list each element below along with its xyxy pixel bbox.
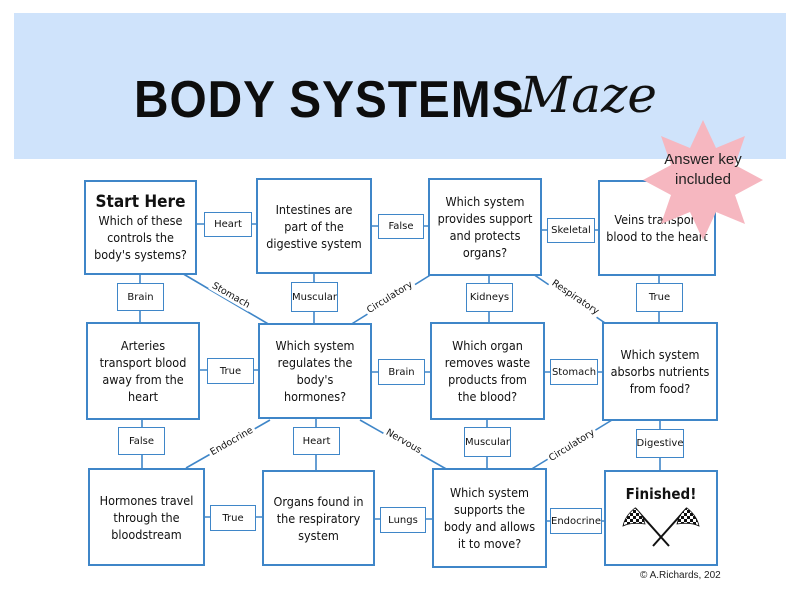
copyright: © A.Richards, 202 bbox=[640, 570, 721, 581]
answer-key-text: Answer key included bbox=[664, 151, 742, 188]
label-true-2: True bbox=[207, 358, 254, 384]
label-true-3: True bbox=[210, 505, 256, 531]
label-heart-1: Heart bbox=[204, 212, 252, 237]
respiratory-text: Organs found in the respiratory system bbox=[273, 493, 364, 543]
label-brain-2: Brain bbox=[378, 359, 425, 385]
box-respiratory: Organs found in the respiratory system bbox=[262, 470, 375, 566]
label-stomach-2: Stomach bbox=[550, 359, 598, 385]
box-hormones-question: Which system regulates the body's hormon… bbox=[258, 323, 372, 419]
box-waste: Which organ removes waste products from … bbox=[430, 322, 545, 420]
support-question: Which system provides support and protec… bbox=[437, 194, 533, 260]
arteries-text: Arteries transport blood away from the h… bbox=[99, 338, 187, 404]
box-intestines: Intestines are part of the digestive sys… bbox=[256, 178, 372, 274]
checkered-flags-icon bbox=[622, 507, 700, 547]
label-muscular-1: Muscular bbox=[291, 282, 338, 312]
label-true-1: True bbox=[636, 283, 683, 312]
page-title: BODY SYSTEMS bbox=[134, 71, 525, 129]
box-support: Which system provides support and protec… bbox=[428, 178, 542, 276]
label-digestive: Digestive bbox=[636, 429, 684, 458]
label-endocrine-2: Endocrine bbox=[550, 508, 602, 534]
hormones-travel-text: Hormones travel through the bloodstream bbox=[99, 492, 194, 542]
start-title: Start Here bbox=[95, 192, 186, 212]
start-question: Which of these controls the body's syste… bbox=[94, 213, 187, 262]
box-hormones-travel: Hormones travel through the bloodstream bbox=[88, 468, 205, 566]
box-finished: Finished! bbox=[604, 470, 718, 566]
finished-title: Finished! bbox=[625, 485, 697, 503]
nutrients-question: Which system absorbs nutrients from food… bbox=[610, 347, 710, 396]
label-kidneys: Kidneys bbox=[466, 283, 513, 312]
waste-question: Which organ removes waste products from … bbox=[444, 338, 531, 404]
label-false-1: False bbox=[378, 214, 424, 239]
box-start: Start Here Which of these controls the b… bbox=[84, 180, 197, 275]
page-title-script: Maze bbox=[520, 66, 657, 124]
intestines-text: Intestines are part of the digestive sys… bbox=[266, 201, 362, 251]
label-brain-1: Brain bbox=[117, 283, 164, 311]
hormones-question: Which system regulates the body's hormon… bbox=[275, 338, 355, 404]
label-lungs: Lungs bbox=[380, 507, 426, 533]
move-question: Which system supports the body and allow… bbox=[443, 485, 536, 551]
label-skeletal: Skeletal bbox=[547, 218, 595, 243]
label-heart-2: Heart bbox=[293, 427, 340, 455]
label-false-2: False bbox=[118, 427, 165, 455]
label-muscular-2: Muscular bbox=[464, 427, 511, 457]
box-arteries: Arteries transport blood away from the h… bbox=[86, 322, 200, 420]
answer-key-star-badge bbox=[643, 120, 763, 240]
box-nutrients: Which system absorbs nutrients from food… bbox=[602, 322, 718, 421]
box-move: Which system supports the body and allow… bbox=[432, 468, 547, 568]
title-banner bbox=[14, 13, 786, 159]
box-veins: Veins transport blood to the heart bbox=[598, 180, 716, 276]
